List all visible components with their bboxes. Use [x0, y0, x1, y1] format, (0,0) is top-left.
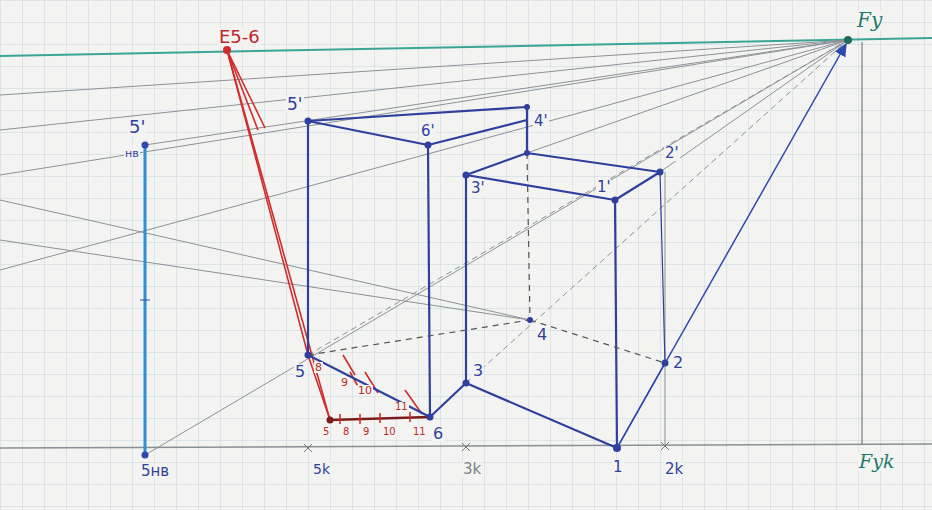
point-label: 2' [664, 146, 680, 161]
hidden-edges [308, 153, 665, 363]
measure-mark: 8 [314, 362, 323, 373]
point-label: 5 [294, 364, 306, 380]
tick [140, 300, 150, 301]
point-label: 5' [286, 96, 304, 113]
measure-mark: 10 [357, 385, 373, 396]
point-label: нв [124, 148, 140, 159]
measure-mark: 8 [342, 427, 350, 437]
point [327, 417, 334, 424]
measure-mark: 10 [382, 427, 397, 437]
point-label: 1 [612, 460, 624, 475]
measure-mark: 5 [322, 427, 330, 437]
measure-mark: 11 [412, 427, 427, 437]
vanishing-point-label: Fy [856, 10, 883, 30]
measure-mark: 11 [394, 402, 409, 412]
point-label: 1' [596, 180, 612, 195]
horizon-line [0, 38, 932, 56]
point [142, 452, 149, 459]
vanishing-arrow [617, 44, 846, 448]
point-label: E5-6 [218, 28, 261, 46]
point [223, 46, 231, 54]
point [142, 142, 149, 149]
point-label: 5нв [140, 464, 170, 479]
point-label: 3k [462, 462, 482, 477]
points [305, 36, 853, 452]
point-label: 4 [536, 327, 548, 343]
point-label: 6' [420, 124, 436, 139]
measure-mark: 9 [340, 377, 349, 388]
point-label: 3' [470, 181, 486, 196]
vertical-line [665, 172, 666, 446]
point-label: 5k [312, 462, 331, 476]
vertical-line [861, 42, 862, 444]
measuring-lines [227, 50, 430, 424]
point-label: 2 [672, 355, 684, 371]
point-label: 3 [472, 363, 484, 379]
point-label: 4' [533, 114, 549, 129]
vanishing-point-label: Fyk [858, 452, 895, 471]
construction-lines [0, 40, 848, 455]
point-label: 2k [664, 462, 684, 477]
object-edges [308, 107, 665, 448]
measure-mark: 9 [362, 427, 370, 437]
point-label: 6 [432, 426, 444, 442]
ground-marks [304, 442, 669, 452]
point-label: 5' [128, 118, 146, 136]
